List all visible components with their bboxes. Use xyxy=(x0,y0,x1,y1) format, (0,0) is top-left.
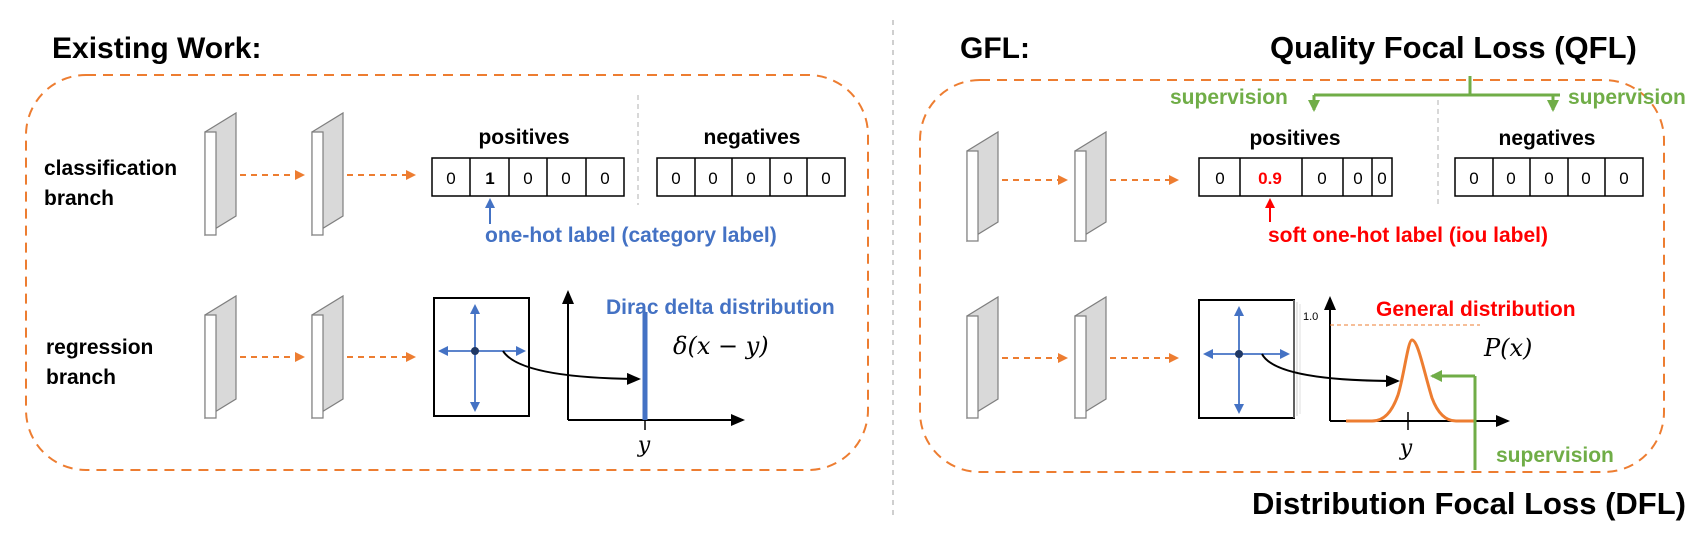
left-cls-slab-1 xyxy=(204,111,237,237)
left-dist-formula: δ(x − y) xyxy=(673,332,769,360)
left-reg-slab-1 xyxy=(204,294,237,420)
left-positives-vector: 0 1 0 0 0 xyxy=(431,157,625,197)
right-neg-cell: 0 xyxy=(1619,169,1628,188)
left-neg-cell: 0 xyxy=(783,169,792,188)
right-label-note: soft one-hot label (iou label) xyxy=(1268,224,1548,247)
left-neg-cell: 0 xyxy=(671,169,680,188)
left-bbox-to-dist-arrow xyxy=(502,350,641,385)
right-dist-title: General distribution xyxy=(1376,298,1576,321)
left-axis-y-label: y xyxy=(637,433,651,458)
dfl-title: Distribution Focal Loss (DFL) xyxy=(1252,486,1686,521)
general-distribution-curve xyxy=(1346,338,1474,423)
supervision-label-left: supervision xyxy=(1170,86,1288,109)
right-dist-formula: P(x) xyxy=(1483,334,1532,362)
dfl-supervision-bracket xyxy=(1430,370,1477,470)
left-label-note: one-hot label (category label) xyxy=(485,224,777,247)
right-panel-frame xyxy=(919,79,1665,473)
left-negatives-label: negatives xyxy=(704,126,801,149)
right-pos-cell: 0.9 xyxy=(1258,169,1282,188)
left-neg-cell: 0 xyxy=(708,169,717,188)
qfl-title: Quality Focal Loss (QFL) xyxy=(1270,30,1637,65)
right-bbox-to-dist-arrow xyxy=(1261,353,1400,387)
left-pos-cell: 0 xyxy=(446,169,455,188)
left-bbox xyxy=(433,297,530,417)
right-reg-slab-2 xyxy=(1074,295,1107,420)
left-pos-cell: 1 xyxy=(485,169,494,188)
right-negatives-label: negatives xyxy=(1499,127,1596,150)
right-neg-cell: 0 xyxy=(1469,169,1478,188)
regression-branch-label: regression branch xyxy=(46,336,159,389)
right-neg-cell: 0 xyxy=(1544,169,1553,188)
qfl-supervision-bracket xyxy=(1308,76,1560,112)
classification-branch-label: classification branch xyxy=(44,157,183,210)
left-dist-axes xyxy=(562,290,745,426)
left-cls-slab-2 xyxy=(311,111,344,237)
right-neg-cell: 0 xyxy=(1581,169,1590,188)
right-title: GFL: xyxy=(960,32,1030,65)
left-pos-cell: 0 xyxy=(561,169,570,188)
left-positives-label: positives xyxy=(478,126,569,149)
right-dist-tick-label: 1.0 xyxy=(1303,311,1318,323)
right-bbox xyxy=(1198,299,1295,419)
right-pos-cell: 0 xyxy=(1215,169,1224,188)
right-negatives-vector: 0 0 0 0 0 xyxy=(1454,157,1644,197)
right-reg-slab-1 xyxy=(966,295,999,420)
right-cls-slab-2 xyxy=(1074,130,1107,243)
right-pos-cell: 0 xyxy=(1353,169,1362,188)
left-title: Existing Work: xyxy=(52,32,261,65)
right-neg-cell: 0 xyxy=(1506,169,1515,188)
left-dist-title: Dirac delta distribution xyxy=(606,296,835,319)
supervision-label-right: supervision xyxy=(1568,86,1686,109)
left-neg-cell: 0 xyxy=(746,169,755,188)
left-negatives-vector: 0 0 0 0 0 xyxy=(656,157,846,197)
right-cls-slab-1 xyxy=(966,130,999,243)
left-reg-slab-2 xyxy=(311,294,344,420)
left-pos-cell: 0 xyxy=(523,169,532,188)
left-pos-cell: 0 xyxy=(600,169,609,188)
right-pos-cell: 0 xyxy=(1377,169,1386,188)
right-positives-vector: 0 0.9 0 0 0 xyxy=(1198,157,1393,197)
right-positives-label: positives xyxy=(1249,127,1340,150)
left-neg-cell: 0 xyxy=(821,169,830,188)
left-panel-frame xyxy=(25,74,869,471)
right-axis-y-label: y xyxy=(1399,436,1413,461)
right-bbox-blur-edge xyxy=(1293,300,1301,418)
right-pos-cell: 0 xyxy=(1317,169,1326,188)
supervision-label-bottom: supervision xyxy=(1496,444,1614,467)
